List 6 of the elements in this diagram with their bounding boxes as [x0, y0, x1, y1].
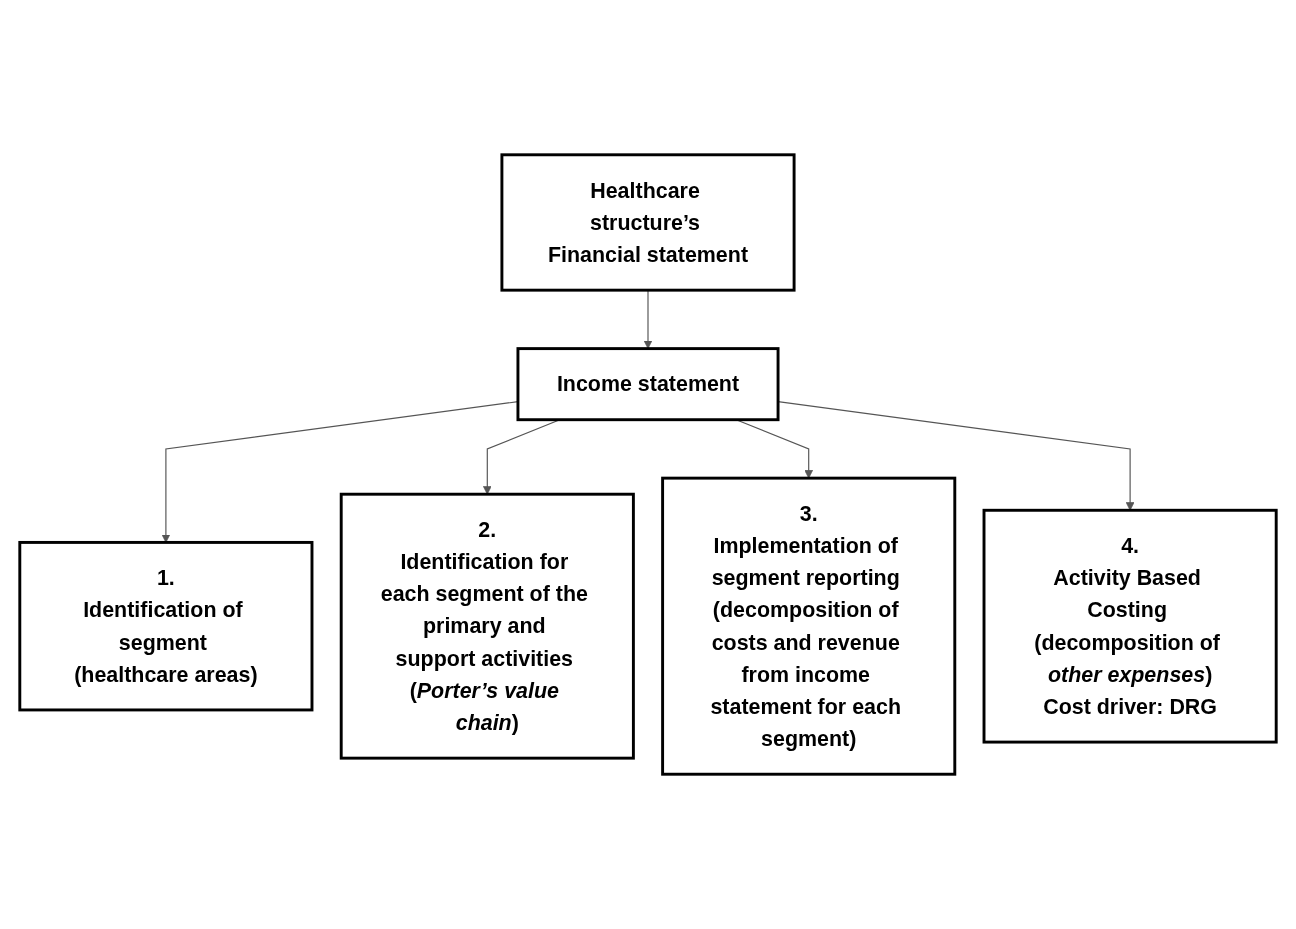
node-box: 4. Activity Based Costing (decomposition of other expenses) Cost driver: DRG [982, 508, 1278, 744]
node-box: 2. Identification for each segment of the primary and support activities (Porter’s value chain) [339, 492, 635, 760]
node-box: Healthcare structure’s Financial statement [500, 153, 796, 292]
node-box: 1. Identification of segment (healthcare areas) [18, 540, 314, 712]
node-box: 3. Implementation of segment reporting (decomposition of costs and revenue from income statement for each segment) [661, 476, 957, 776]
node-box: Income statement [516, 347, 780, 422]
